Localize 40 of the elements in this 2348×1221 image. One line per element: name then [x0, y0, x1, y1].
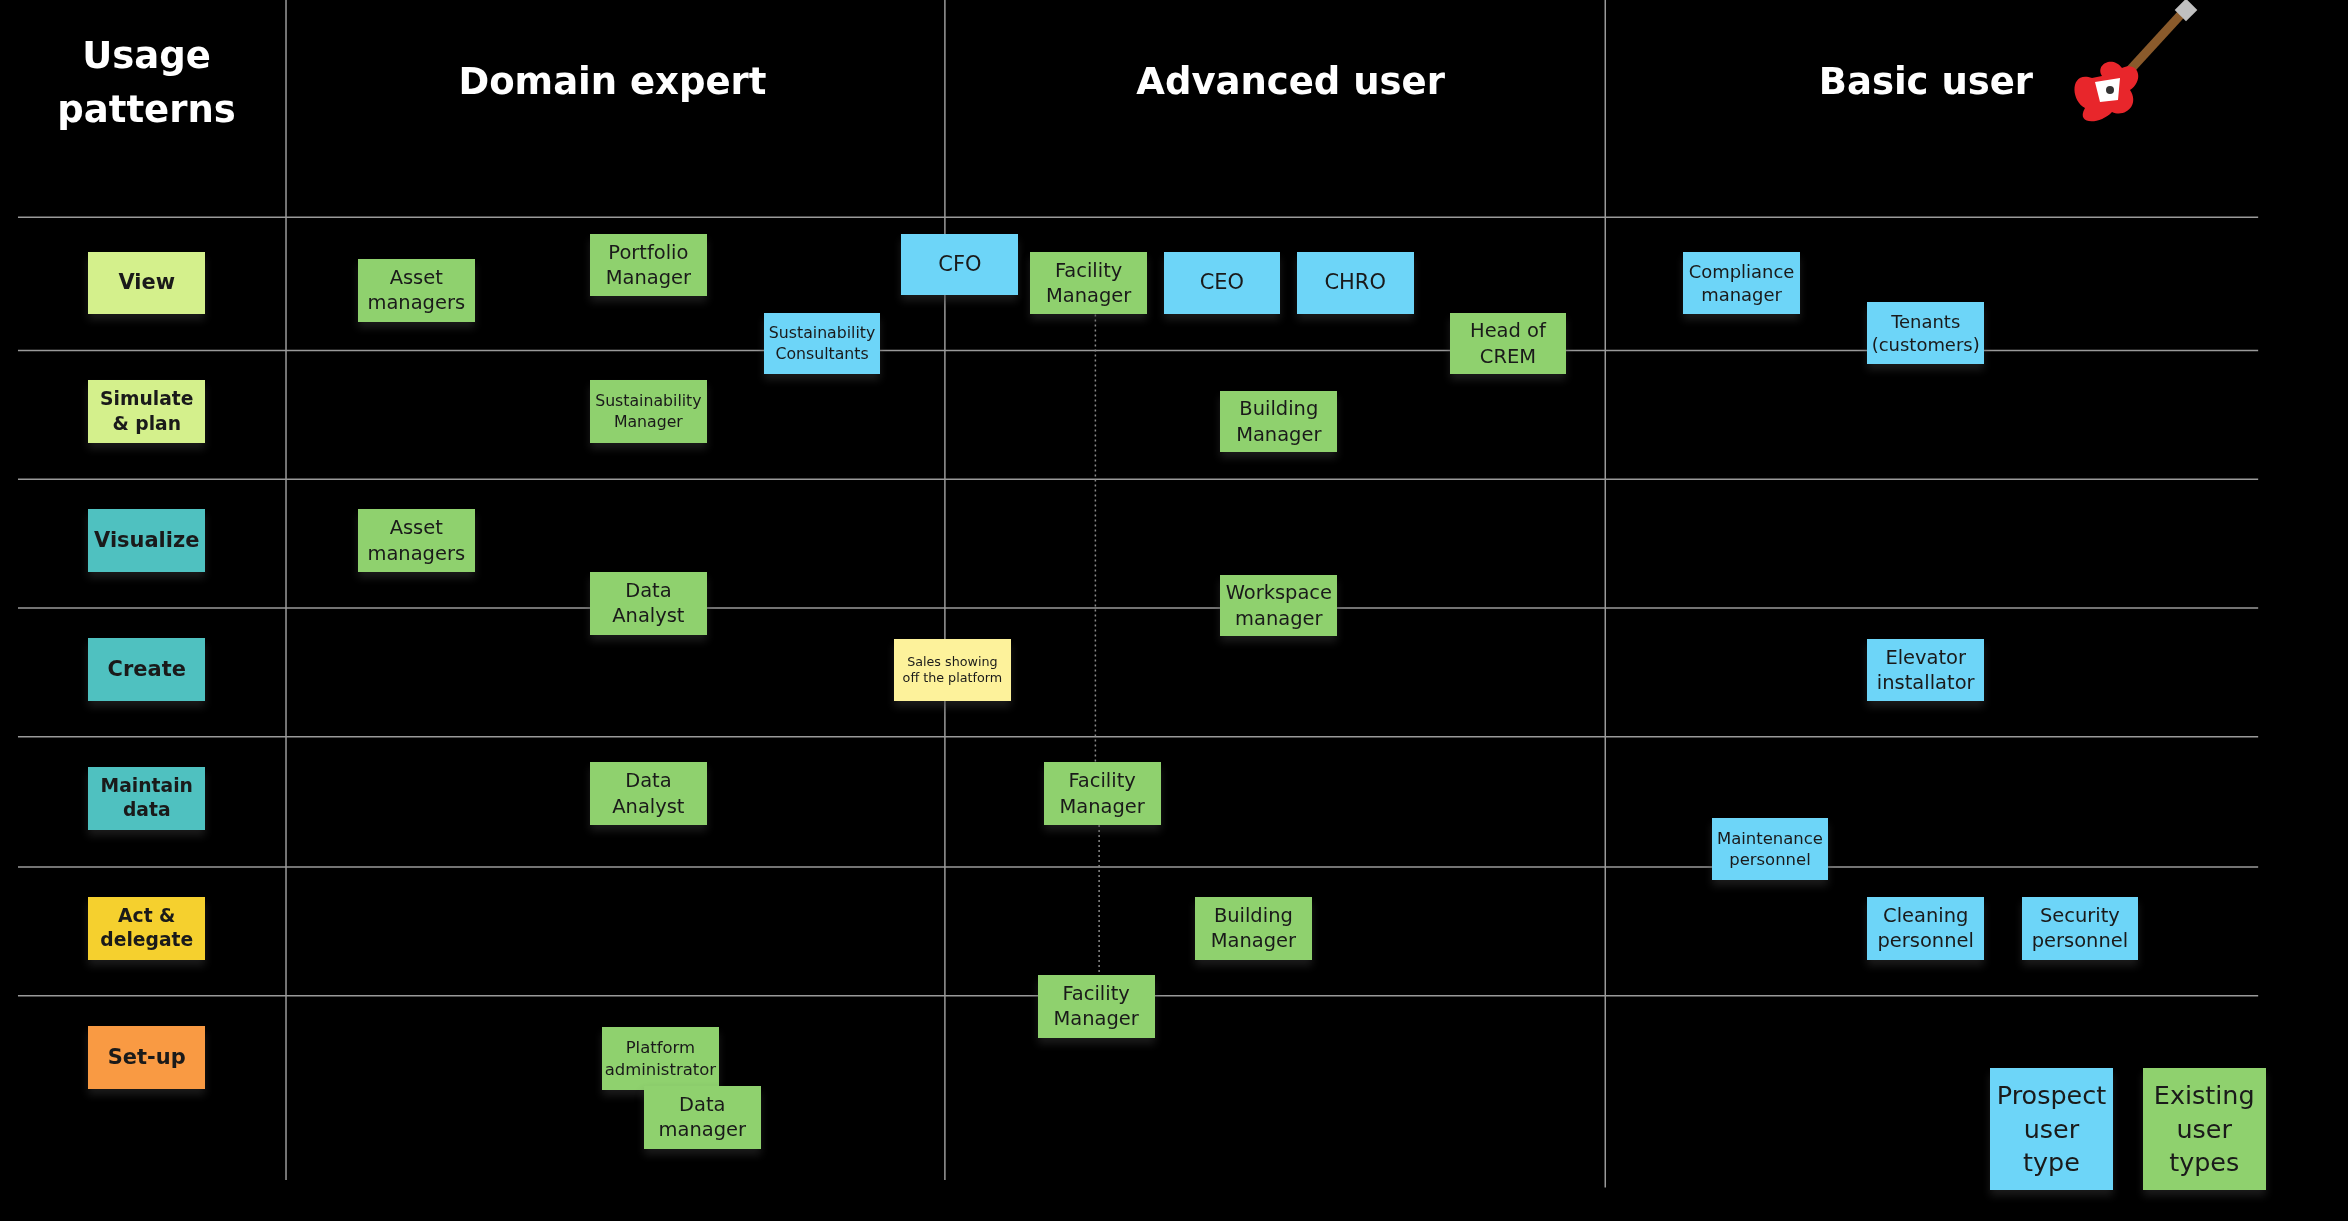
legend-note: Prospect user type — [1990, 1067, 2113, 1191]
sticky-note: Portfolio Manager — [590, 233, 707, 297]
column-header: Advanced user — [1136, 59, 1445, 106]
sticky-note: Sales showing off the platform — [893, 639, 1011, 701]
sticky-note: Facility Manager — [1030, 251, 1148, 315]
sticky-note: Asset managers — [357, 509, 475, 572]
sticky-note: Security personnel — [2021, 896, 2139, 960]
sticky-note: CHRO — [1296, 251, 1414, 315]
category-note: View — [88, 251, 206, 315]
sticky-note: Asset managers — [357, 259, 475, 322]
sticky-note: CEO — [1163, 251, 1281, 315]
category-note: Visualize — [88, 509, 206, 572]
sticky-note: Facility Manager — [1037, 974, 1155, 1038]
category-note: Maintain data — [88, 766, 206, 830]
sticky-note: Workspace manager — [1220, 575, 1338, 637]
sticky-note: Elevator installator — [1867, 639, 1985, 701]
sticky-note: Building Manager — [1220, 390, 1338, 453]
sticky-note: Facility Manager — [1043, 762, 1161, 826]
sticky-note: CFO — [901, 233, 1019, 295]
column-header: Basic user — [1818, 59, 2034, 106]
category-note: Create — [88, 637, 206, 701]
column-header: Domain expert — [458, 59, 767, 106]
category-note: Simulate & plan — [88, 380, 206, 444]
sticky-note: Data Analyst — [590, 762, 707, 826]
sticky-note: Sustainability Manager — [590, 380, 707, 444]
sticky-note: Sustainability Consultants — [763, 312, 881, 375]
legend-note: Existing user types — [2142, 1067, 2266, 1191]
category-note: Act & delegate — [88, 896, 206, 960]
sticky-note: Data manager — [643, 1085, 761, 1149]
sticky-note: Data Analyst — [590, 572, 707, 635]
sticky-note: Maintenance personnel — [1711, 817, 1829, 881]
sticky-note: Head of CREM — [1449, 312, 1567, 375]
sticky-note: Cleaning personnel — [1867, 896, 1985, 960]
sticky-note: Platform administrator — [601, 1027, 719, 1091]
category-note: Set-up — [88, 1025, 206, 1089]
row-header: Usage patterns — [56, 32, 237, 133]
sticky-note: Building Manager — [1194, 896, 1312, 960]
dotted-line — [1094, 313, 1097, 763]
sticky-note: Compliance manager — [1683, 251, 1800, 315]
sticky-note: Tenants (customers) — [1867, 302, 1985, 364]
